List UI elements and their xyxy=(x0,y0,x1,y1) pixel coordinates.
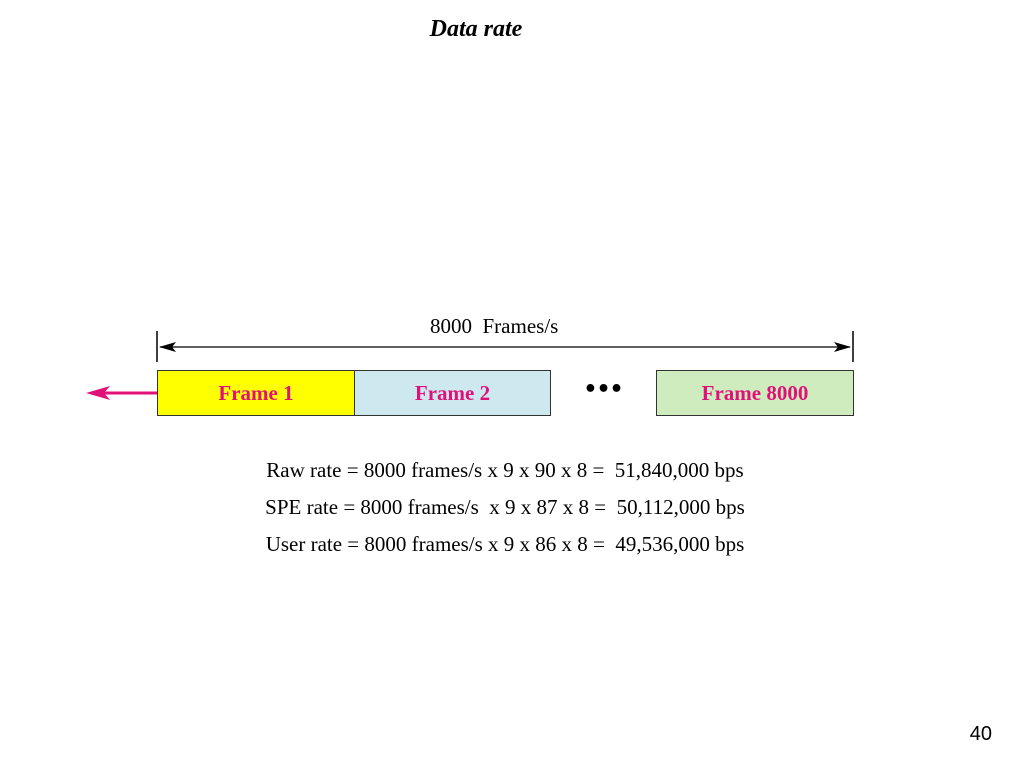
spe-rate-line: SPE rate = 8000 frames/s x 9 x 87 x 8 = … xyxy=(265,495,745,519)
span-arrowhead-left xyxy=(159,342,176,352)
frame-8000-label: Frame 8000 xyxy=(701,380,809,405)
span-arrowhead-right xyxy=(834,342,851,352)
frame-8000-box: Frame 8000 xyxy=(656,370,854,416)
frame-1-box: Frame 1 xyxy=(157,370,355,416)
raw-rate-line: Raw rate = 8000 frames/s x 9 x 90 x 8 = … xyxy=(266,458,744,482)
user-rate-line: User rate = 8000 frames/s x 9 x 86 x 8 =… xyxy=(265,532,745,556)
page-number: 40 xyxy=(969,723,992,745)
ellipsis: ••• xyxy=(583,377,623,402)
frame-1-label: Frame 1 xyxy=(218,380,294,405)
output-arrowhead xyxy=(86,386,110,400)
slide-title: Data rate xyxy=(429,16,523,42)
span-label: 8000 Frames/s xyxy=(430,314,559,338)
frame-2-label: Frame 2 xyxy=(414,380,491,405)
frame-2-box: Frame 2 xyxy=(354,370,551,416)
rate-calculations: Raw rate = 8000 frames/s x 9 x 90 x 8 = … xyxy=(0,452,1010,563)
